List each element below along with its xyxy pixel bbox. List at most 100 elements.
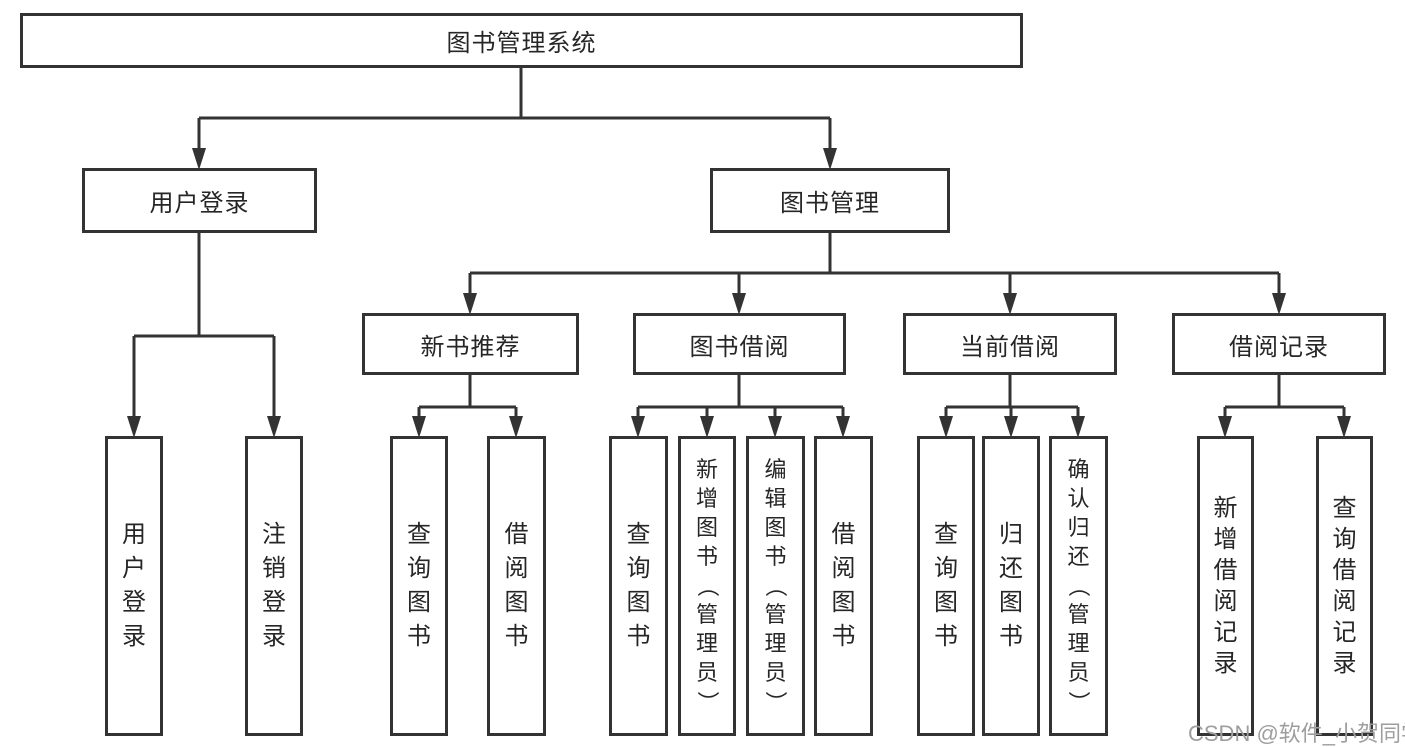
label-char: 新 <box>695 457 718 482</box>
label-char: 书 <box>764 544 787 569</box>
label-char: 户 <box>122 555 146 582</box>
node-cb-return: 归还图书 <box>982 436 1040 736</box>
label-char: 理 <box>764 631 787 656</box>
arrowhead <box>768 416 782 438</box>
label-char: 归 <box>999 521 1023 548</box>
label-char: 书 <box>626 623 651 650</box>
node-borrow-records: 借阅记录 <box>1172 313 1386 375</box>
label-char: 确 <box>1067 457 1090 482</box>
arrowhead <box>700 416 714 438</box>
node-bb-borrow: 借阅图书 <box>814 436 873 736</box>
label-char: 还 <box>1067 544 1090 569</box>
label-char: （ <box>694 574 720 598</box>
label-char: 借 <box>504 521 529 548</box>
label-char: 图 <box>831 589 856 616</box>
label-char: 录 <box>122 623 146 650</box>
label-char: （ <box>763 574 789 598</box>
arrowhead <box>463 293 477 315</box>
label-char: 注 <box>262 521 286 548</box>
label-char: 阅 <box>1332 587 1357 615</box>
label-char: 阅 <box>504 555 529 582</box>
arrowhead <box>1004 416 1018 438</box>
label-char: 用 <box>122 521 146 548</box>
label-char: 员 <box>764 660 787 685</box>
label-char: 记 <box>1332 618 1357 646</box>
label-char: 员 <box>1067 660 1090 685</box>
node-br-query: 查询借阅记录 <box>1316 436 1373 736</box>
arrowhead <box>823 148 837 170</box>
label-char: 录 <box>262 623 286 650</box>
label-char: 查 <box>407 521 431 548</box>
arrowhead <box>939 416 953 438</box>
label-char: 理 <box>1067 631 1090 656</box>
label-char: 录 <box>1332 649 1357 677</box>
label-char: 归 <box>1067 515 1090 540</box>
label-char: 理 <box>695 631 718 656</box>
node-bb-edit: 编辑图书（管理员） <box>746 436 805 736</box>
label-char: 管 <box>695 602 718 627</box>
label-char: 查 <box>934 521 958 548</box>
node-cb-query: 查询图书 <box>917 436 975 736</box>
node-cb-confirm: 确认归还（管理员） <box>1049 436 1108 736</box>
label-char: 管 <box>1067 602 1090 627</box>
arrowhead <box>267 416 281 438</box>
label-char: 询 <box>626 555 651 582</box>
label-char: 增 <box>1213 525 1238 553</box>
arrowhead <box>509 416 523 438</box>
label-char: 书 <box>407 623 431 650</box>
label-char: 图 <box>764 515 787 540</box>
label-char: 书 <box>695 544 718 569</box>
label-char: 还 <box>999 555 1023 582</box>
label-char: 图 <box>504 589 529 616</box>
label-char: 书 <box>504 623 529 650</box>
label-char: 阅 <box>1213 587 1238 615</box>
label-char: ） <box>763 690 789 714</box>
node-current-borrow: 当前借阅 <box>903 313 1117 375</box>
arrowhead <box>192 148 206 170</box>
node-new-book-rec: 新书推荐 <box>362 313 579 375</box>
label-char: 询 <box>407 555 431 582</box>
node-ul-logout: 注销登录 <box>245 436 303 736</box>
node-root: 图书管理系统 <box>20 13 1023 68</box>
label-char: 图 <box>695 515 718 540</box>
label-char: 登 <box>262 589 286 616</box>
arrowhead <box>1071 416 1085 438</box>
label-char: 认 <box>1067 486 1090 511</box>
node-br-add: 新增借阅记录 <box>1197 436 1254 736</box>
label-char: 询 <box>934 555 958 582</box>
label-char: 书 <box>934 623 958 650</box>
node-bb-add: 新增图书（管理员） <box>678 436 736 736</box>
label-char: 询 <box>1332 525 1357 553</box>
label-char: 图 <box>934 589 958 616</box>
arrowhead <box>412 416 426 438</box>
arrowhead <box>836 416 850 438</box>
label-char: 查 <box>1332 494 1357 522</box>
label-char: 图 <box>407 589 431 616</box>
label-char: 书 <box>999 623 1023 650</box>
label-char: 阅 <box>831 555 856 582</box>
label-char: 辑 <box>764 486 787 511</box>
label-char: ） <box>1066 690 1092 714</box>
label-char: 图 <box>626 589 651 616</box>
label-char: 增 <box>695 486 718 511</box>
arrowhead <box>1218 416 1232 438</box>
label-char: 书 <box>831 623 856 650</box>
node-book-borrow: 图书借阅 <box>633 313 846 375</box>
node-bb-query: 查询图书 <box>609 436 668 736</box>
label-char: 借 <box>1213 556 1238 584</box>
label-char: 销 <box>262 555 286 582</box>
label-char: 登 <box>122 589 146 616</box>
label-char: 管 <box>764 602 787 627</box>
label-char: ） <box>694 690 720 714</box>
arrowhead <box>1272 293 1286 315</box>
node-user-login: 用户登录 <box>82 168 317 233</box>
label-char: 借 <box>831 521 856 548</box>
label-char: 借 <box>1332 556 1357 584</box>
arrowhead <box>127 416 141 438</box>
label-char: 录 <box>1213 649 1238 677</box>
arrowhead <box>1003 293 1017 315</box>
node-book-mgmt: 图书管理 <box>710 168 950 233</box>
label-char: 图 <box>999 589 1023 616</box>
node-nbr-query: 查询图书 <box>390 436 448 736</box>
